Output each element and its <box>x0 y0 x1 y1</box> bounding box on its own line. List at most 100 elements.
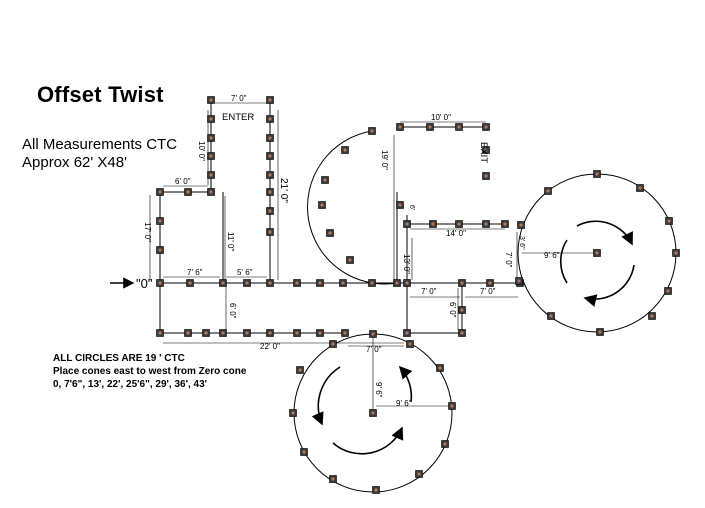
cone-center <box>549 314 553 318</box>
cone-center <box>245 331 249 335</box>
label-zero: "0" <box>136 276 153 291</box>
rotation-arrows <box>311 220 635 455</box>
cone-center <box>268 98 272 102</box>
label-22-0: 22' 0" <box>260 342 280 351</box>
label-9-6-bottom-v: 9' 6" <box>374 382 383 398</box>
cone-center <box>204 331 208 335</box>
cone-center <box>268 173 272 177</box>
cone-center <box>666 289 670 293</box>
cone-center <box>209 190 213 194</box>
label-3-6: 3' 6" <box>518 236 525 250</box>
cone-center <box>343 331 347 335</box>
cone-center <box>295 281 299 285</box>
cone-center <box>371 411 375 415</box>
cone-center <box>221 281 225 285</box>
cone-center <box>268 209 272 213</box>
cone-center <box>395 281 399 285</box>
page-title: Offset Twist <box>37 82 164 107</box>
cone-center <box>443 442 447 446</box>
label-7-0-top: 7' 0" <box>231 94 247 103</box>
cone-center <box>484 125 488 129</box>
cone-center <box>188 281 192 285</box>
cone-center <box>343 148 347 152</box>
cone-center <box>405 331 409 335</box>
label-7-0-mid: 7' 0" <box>421 287 437 296</box>
cone-center <box>268 154 272 158</box>
note-placement: Place cones east to west from Zero cone <box>53 366 247 377</box>
cone-center <box>318 331 322 335</box>
cone-center <box>318 281 322 285</box>
cone-center <box>295 331 299 335</box>
note-circles: ALL CIRCLES ARE 19 ' CTC <box>53 353 185 364</box>
note-distances: 0, 7'6", 13', 22', 25'6", 29', 36', 43' <box>53 379 208 390</box>
label-17-0: 17' 0" <box>143 222 152 242</box>
cone-center <box>245 281 249 285</box>
label-6-0-left: 6' 0" <box>175 177 191 186</box>
cone-center <box>328 231 332 235</box>
cone-center <box>546 189 550 193</box>
cone-center <box>158 331 162 335</box>
cone-center <box>438 366 442 370</box>
label-7-0-bottom: 7' 0" <box>366 345 382 354</box>
cone-center <box>370 129 374 133</box>
cone-center <box>268 230 272 234</box>
cone-center <box>186 331 190 335</box>
label-19-0: 19' 0" <box>380 150 389 170</box>
cone-center <box>398 203 402 207</box>
cone-center <box>331 342 335 346</box>
cone-center <box>298 368 302 372</box>
subtitle-size: Approx 62' X48' <box>22 154 127 171</box>
cone-center <box>268 136 272 140</box>
cone-center <box>595 172 599 176</box>
label-7-0-mid2: 7' 0" <box>480 287 496 296</box>
cone-center <box>519 223 523 227</box>
cone-center <box>595 251 599 255</box>
cone-center <box>457 222 461 226</box>
cone-center <box>158 248 162 252</box>
cone-center <box>323 178 327 182</box>
cone-center <box>638 186 642 190</box>
cone-center <box>484 174 488 178</box>
cone-center <box>348 258 352 262</box>
label-6-0-down: 6' 0" <box>228 303 237 319</box>
label-10-0-top: 10' 0" <box>431 113 451 122</box>
cone-center <box>186 190 190 194</box>
label-13-0: 13' 0" <box>402 254 411 274</box>
cone-center <box>460 308 464 312</box>
label-21-0: 21' 0" <box>278 178 289 203</box>
cone-center <box>460 281 464 285</box>
label-9-6-bottom-h: 9' 6" <box>396 399 412 408</box>
cone-center <box>268 281 272 285</box>
cone-center <box>209 136 213 140</box>
cone-center <box>341 281 345 285</box>
cone-center <box>417 472 421 476</box>
cone-center <box>450 404 454 408</box>
label-7-0-v: 7' 0" <box>504 252 513 268</box>
label-5-6: 5' 6" <box>237 268 253 277</box>
cone-center <box>484 222 488 226</box>
course-lines <box>159 100 677 493</box>
cone-center <box>268 190 272 194</box>
cone-center <box>484 148 488 152</box>
cone-center <box>650 314 654 318</box>
cone-center <box>460 331 464 335</box>
cone-center <box>158 219 162 223</box>
label-10-0-left: 10' 0" <box>197 141 206 161</box>
cone-center <box>158 190 162 194</box>
cone-center <box>405 281 409 285</box>
cone-center <box>268 117 272 121</box>
cone-center <box>598 330 602 334</box>
cone-center <box>370 281 374 285</box>
cone-center <box>371 332 375 336</box>
cone-center <box>517 279 521 283</box>
notes-block: ALL CIRCLES ARE 19 ' CTC Place cones eas… <box>53 352 246 391</box>
cone-center <box>302 450 306 454</box>
cone-center <box>431 222 435 226</box>
cone-center <box>209 154 213 158</box>
label-11-0: 11' 0" <box>226 232 235 252</box>
cone-center <box>405 222 409 226</box>
cone-center <box>503 222 507 226</box>
cone-center <box>209 117 213 121</box>
cone-center <box>209 98 213 102</box>
